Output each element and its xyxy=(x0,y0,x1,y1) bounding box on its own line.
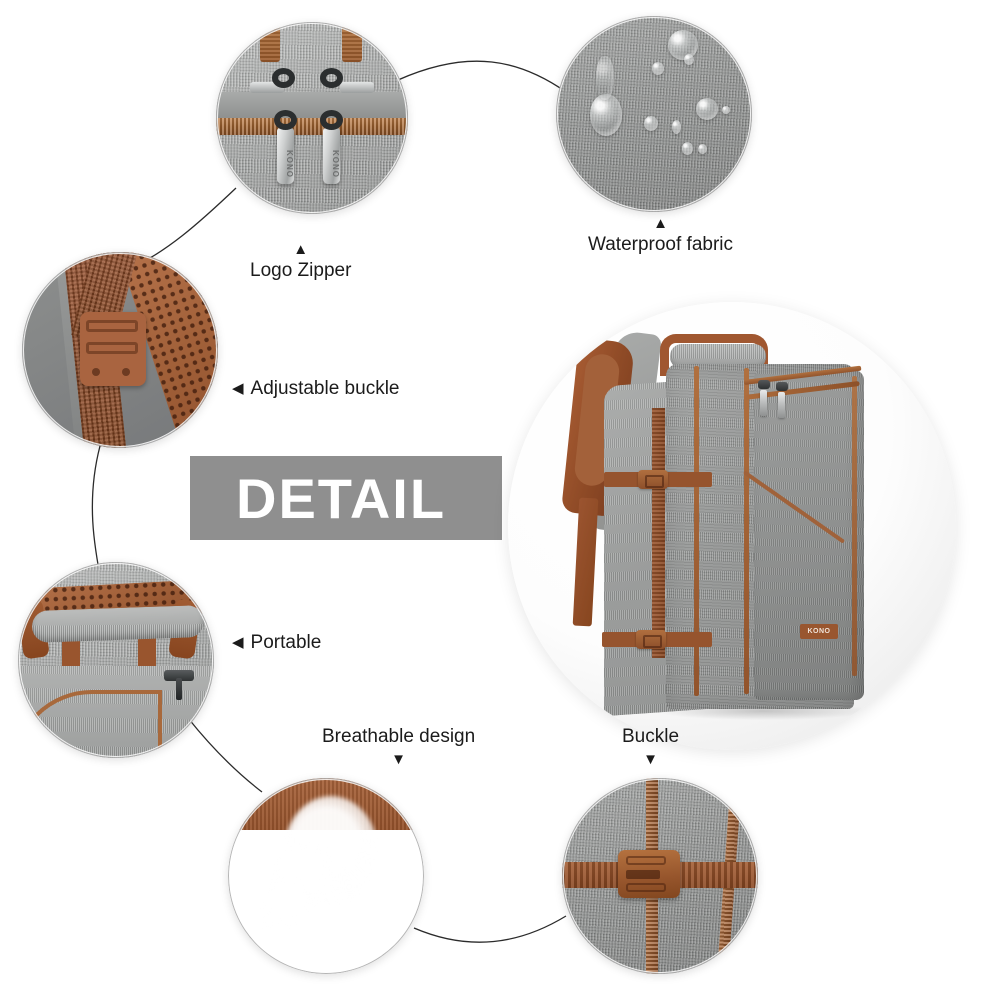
label-waterproof-fabric-text: Waterproof fabric xyxy=(588,234,734,255)
zipper-tape xyxy=(216,118,408,135)
vertical-webbing xyxy=(652,408,665,658)
water-droplet xyxy=(672,120,681,134)
side-release-buckle[interactable] xyxy=(618,850,680,898)
handle-tab-right xyxy=(342,22,362,62)
water-droplet xyxy=(668,30,698,60)
water-droplet xyxy=(698,144,707,154)
label-logo-zipper-text: Logo Zipper xyxy=(250,260,352,281)
piping-vertical-right xyxy=(852,376,857,676)
water-droplet xyxy=(682,142,693,155)
triangle-up-icon: ▲ xyxy=(653,215,668,232)
label-waterproof-fabric: ▲ Waterproof fabric xyxy=(588,212,733,256)
label-buckle-text: Buckle xyxy=(622,726,680,747)
zipper-loop-left xyxy=(274,110,297,130)
piping-vertical-left xyxy=(694,366,699,696)
label-buckle: Buckle ▼ xyxy=(622,726,679,770)
carry-handle-pad xyxy=(31,605,205,643)
buckle-hole-left xyxy=(92,368,100,376)
buckle-slot-top xyxy=(626,856,666,865)
brand-logo-patch: KONO xyxy=(800,624,838,639)
water-droplet xyxy=(684,54,694,65)
upper-zipper-loop-left xyxy=(272,68,295,88)
triangle-up-icon: ▲ xyxy=(293,241,309,258)
handle-tab-left xyxy=(260,22,280,62)
buckle-bar-upper xyxy=(86,320,138,332)
water-droplet xyxy=(644,116,658,131)
callout-buckle[interactable] xyxy=(562,778,758,974)
connector-zipper-to-water xyxy=(397,60,567,93)
zipper-head-right xyxy=(776,382,788,391)
buckle-slot-mid xyxy=(626,870,660,879)
triangle-down-icon: ▼ xyxy=(643,751,658,768)
upper-zipper-loop-right xyxy=(320,68,343,88)
shoulder-strap-lower xyxy=(572,497,599,627)
label-portable: ◀ Portable xyxy=(232,632,321,654)
zipper-loop-right xyxy=(320,110,343,130)
callout-portable[interactable] xyxy=(18,562,214,758)
water-droplet-large xyxy=(590,94,622,136)
slider-buckle[interactable] xyxy=(80,312,146,386)
buckle-hole-right xyxy=(122,368,130,376)
water-droplet xyxy=(722,106,730,114)
label-logo-zipper: ▲ Logo Zipper xyxy=(250,238,351,282)
water-droplet-trail xyxy=(596,56,614,100)
zipper-pull-left xyxy=(760,390,767,416)
detail-banner-text: DETAIL xyxy=(236,466,447,530)
zipper-pull-tab xyxy=(176,678,182,700)
callout-logo-zipper[interactable]: KONO KONO xyxy=(216,22,408,214)
buckle-bar-lower xyxy=(86,342,138,354)
backpack-side-face xyxy=(754,370,864,700)
zipper-head-left xyxy=(758,380,770,389)
label-adjustable-buckle: ◀ Adjustable buckle xyxy=(232,378,399,400)
compression-buckle-upper[interactable] xyxy=(638,470,668,489)
waterproof-fabric-texture xyxy=(556,16,752,212)
buckle-slot-bottom xyxy=(626,883,666,892)
label-breathable-design-text: Breathable design xyxy=(322,726,476,747)
piping-curve-outer xyxy=(18,690,162,758)
label-portable-text: Portable xyxy=(250,632,322,653)
zipper-slider xyxy=(164,670,194,681)
label-adjustable-buckle-text: Adjustable buckle xyxy=(250,378,400,399)
detail-banner: DETAIL xyxy=(190,456,502,540)
zipper-pull-left[interactable]: KONO xyxy=(277,128,294,184)
piping-vertical-mid xyxy=(744,368,749,694)
water-droplet xyxy=(696,98,718,120)
callout-breathable-design[interactable] xyxy=(228,778,424,974)
connector-breath-to-buckle xyxy=(413,915,567,943)
hero-product-circle[interactable]: KONO xyxy=(508,302,956,750)
upper-slider-left xyxy=(250,82,284,93)
callout-waterproof-fabric[interactable] xyxy=(556,16,752,212)
water-droplet xyxy=(652,62,664,75)
compression-buckle-lower[interactable] xyxy=(636,630,666,649)
triangle-left-icon: ◀ xyxy=(232,634,244,651)
label-breathable-design: Breathable design ▼ xyxy=(322,726,475,770)
zipper-pull-right[interactable]: KONO xyxy=(323,128,340,184)
top-gray-band xyxy=(216,92,408,118)
upper-slider-right xyxy=(340,82,374,93)
triangle-down-icon: ▼ xyxy=(391,751,407,768)
zipper-pull-right xyxy=(778,392,785,418)
triangle-left-icon: ◀ xyxy=(232,380,244,397)
callout-adjustable-buckle[interactable] xyxy=(22,252,218,448)
